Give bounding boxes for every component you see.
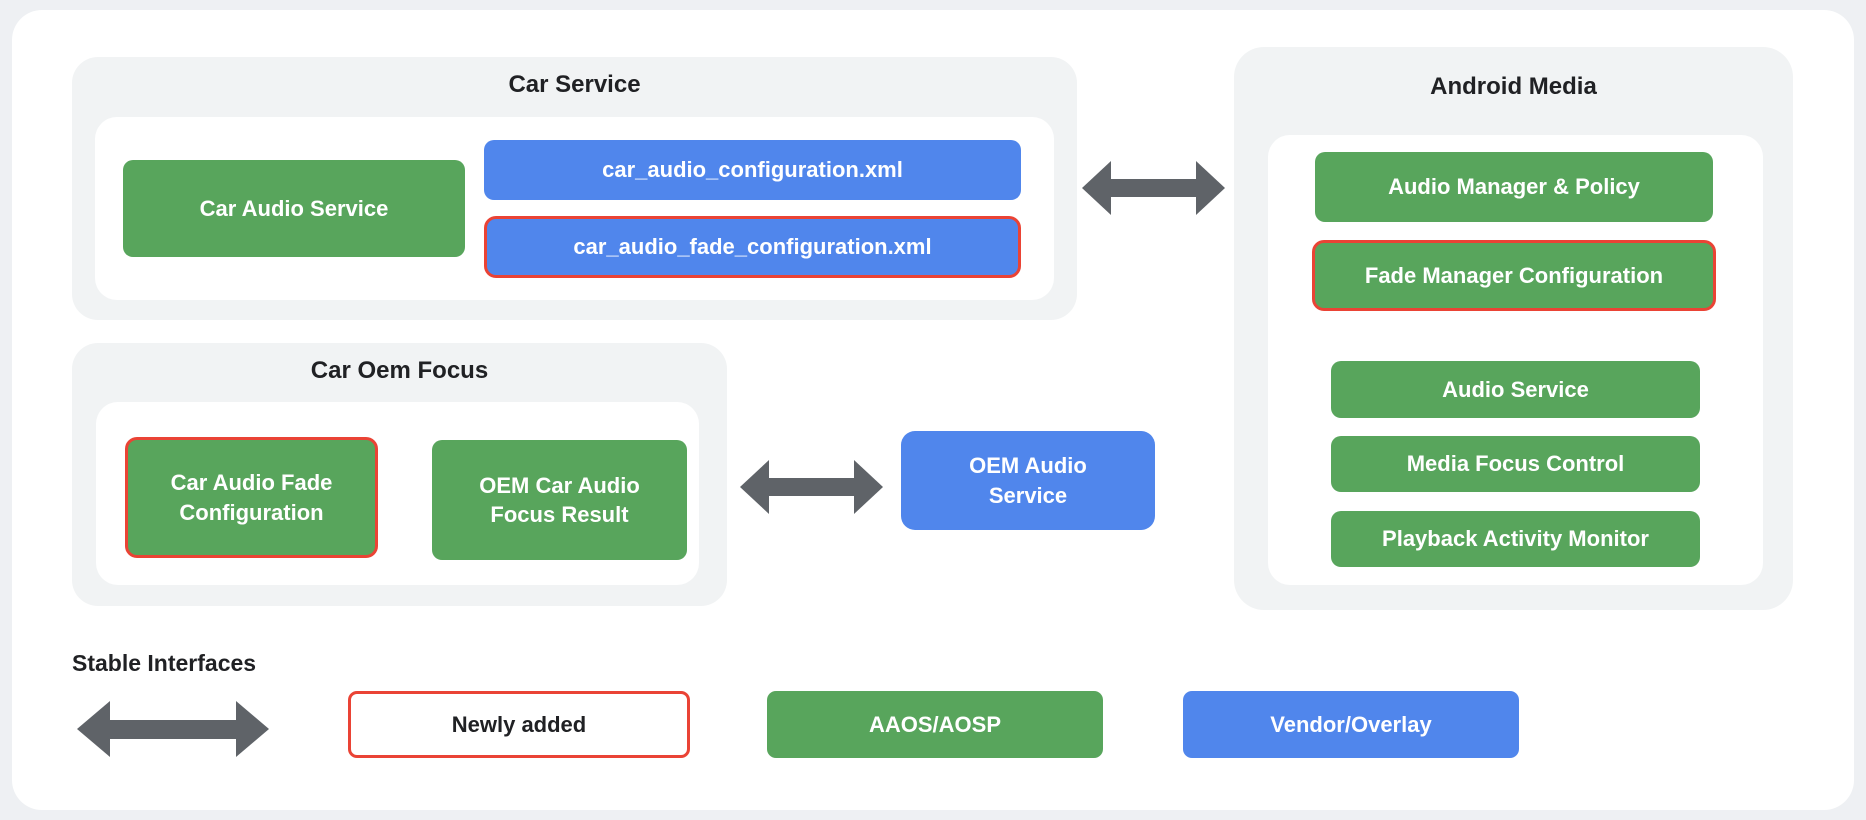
node-playback-activity-monitor: Playback Activity Monitor [1331, 511, 1700, 567]
node-car-audio-configuration-xml: car_audio_configuration.xml [484, 140, 1021, 200]
node-car-audio-fade-configuration: Car Audio Fade Configuration [125, 437, 378, 558]
legend-stable-interfaces-label: Stable Interfaces [72, 650, 257, 676]
group-title-android-media: Android Media [1430, 73, 1597, 100]
node-audio-manager-policy: Audio Manager & Policy [1315, 152, 1713, 222]
node-fade-manager-configuration: Fade Manager Configuration [1312, 240, 1716, 311]
node-car-audio-service: Car Audio Service [123, 160, 465, 257]
group-title-car-oem-focus: Car Oem Focus [310, 357, 489, 384]
node-media-focus-control: Media Focus Control [1331, 436, 1700, 492]
legend-newly-added: Newly added [348, 691, 690, 758]
group-car-oem-focus-inner: Car Audio Fade Configuration OEM Car Aud… [96, 402, 699, 585]
arrow-car-service-android-media [1081, 160, 1226, 216]
arrow-car-oem-focus-oem-audio-service [739, 459, 884, 515]
node-oem-audio-service: OEM Audio Service [901, 431, 1155, 530]
group-android-media-inner: Audio Manager & Policy Fade Manager Conf… [1268, 135, 1763, 585]
group-car-service: Car Service Car Audio Service car_audio_… [72, 57, 1077, 320]
group-title-car-service: Car Service [508, 71, 641, 98]
node-oem-car-audio-focus-result: OEM Car Audio Focus Result [432, 440, 687, 560]
group-car-oem-focus: Car Oem Focus Car Audio Fade Configurati… [72, 343, 727, 606]
double-arrow-icon [740, 460, 883, 514]
double-arrow-icon [1082, 161, 1225, 215]
double-arrow-icon [77, 701, 269, 757]
node-car-audio-fade-configuration-xml: car_audio_fade_configuration.xml [484, 216, 1021, 278]
node-audio-service: Audio Service [1331, 361, 1700, 418]
legend-aaos-aosp: AAOS/AOSP [767, 691, 1103, 758]
legend-stable-interfaces-arrow [76, 700, 270, 758]
group-android-media: Android Media Audio Manager & Policy Fad… [1234, 47, 1793, 610]
legend-vendor-overlay: Vendor/Overlay [1183, 691, 1519, 758]
group-car-service-inner: Car Audio Service car_audio_configuratio… [95, 117, 1054, 300]
